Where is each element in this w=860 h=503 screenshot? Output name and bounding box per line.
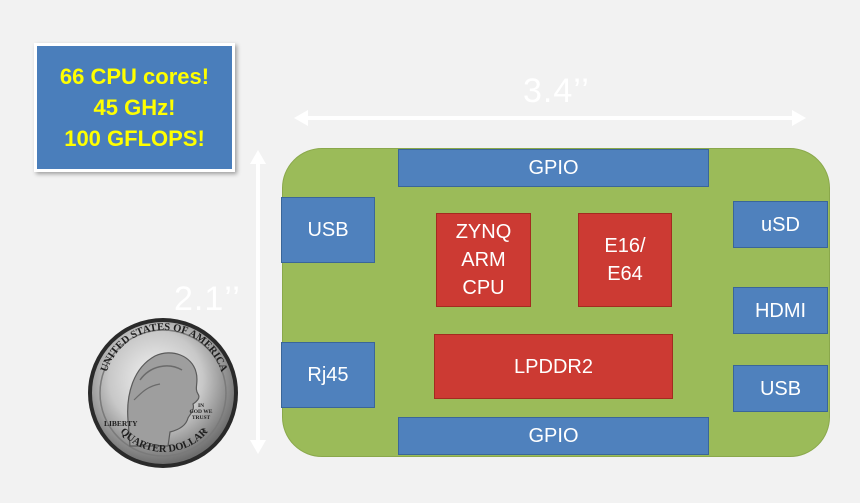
gpio-bottom-label: GPIO (528, 425, 579, 447)
coin-mint-mark: S (202, 428, 206, 434)
zynq-line-2: ARM (461, 249, 506, 271)
lpddr2-chip: LPDDR2 (434, 334, 673, 399)
specs-callout: 66 CPU cores! 45 GHz! 100 GFLOPS! (34, 43, 235, 172)
usd-slot: uSD (733, 201, 828, 248)
epiphany-line-2: E64 (607, 263, 643, 285)
zynq-line-1: ZYNQ (455, 221, 512, 243)
usb-left: USB (281, 197, 375, 263)
usb-right: USB (733, 365, 828, 412)
coin-motto-3: TRUST (192, 415, 211, 421)
width-arrow-right-head (792, 110, 806, 126)
usb-left-label: USB (307, 219, 349, 241)
gpio-top-label: GPIO (528, 157, 579, 179)
height-label: 2.1’’ (174, 280, 241, 318)
width-arrow-left-head (294, 110, 308, 126)
height-arrow-top-head (250, 150, 266, 164)
height-arrow-bottom-head (250, 440, 266, 454)
callout-line-ghz: 45 GHz! (93, 95, 176, 120)
coin-motto-1: IN (198, 403, 204, 409)
usb-right-label: USB (759, 377, 802, 400)
hdmi-label: HDMI (754, 299, 807, 322)
callout-line-cores: 66 CPU cores! (59, 64, 210, 89)
coin-motto-2: GOD WE (190, 409, 213, 415)
width-label: 3.4’’ (523, 72, 590, 110)
epiphany-chip: E16/ E64 (578, 213, 672, 307)
coin-liberty: LIBERTY (104, 419, 138, 428)
usd-label: uSD (761, 213, 800, 236)
zynq-chip: ZYNQ ARM CPU (436, 213, 531, 307)
callout-line-gflops: 100 GFLOPS! (64, 126, 205, 151)
hdmi-port: HDMI (733, 287, 828, 334)
zynq-line-3: CPU (462, 277, 505, 299)
gpio-top: GPIO (398, 149, 709, 187)
epiphany-line-1: E16/ (604, 235, 646, 257)
lpddr2-label: LPDDR2 (514, 355, 593, 378)
rj45-label: Rj45 (307, 364, 349, 386)
gpio-bottom: GPIO (398, 417, 709, 455)
rj45-port: Rj45 (281, 342, 375, 408)
